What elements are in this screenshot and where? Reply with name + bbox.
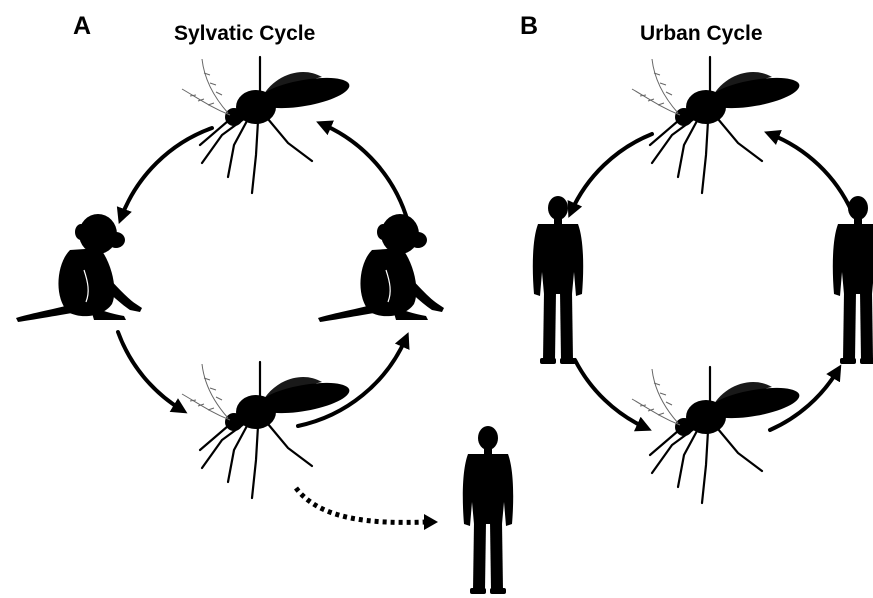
- spillover-arrowhead: [424, 514, 438, 530]
- panel-b-letter: B: [520, 12, 538, 40]
- monkey-icon: [318, 214, 444, 322]
- arrow-monkey-left-to-mosquito: [118, 332, 182, 410]
- arrow-human-right-to-mosquito: [770, 134, 852, 212]
- arrow-mosquito-to-monkey-left: [121, 128, 212, 218]
- monkey-icon: [16, 214, 142, 322]
- panel-a: A Sylvatic Cycle: [16, 12, 513, 594]
- panel-a-title: Sylvatic Cycle: [174, 22, 315, 45]
- mosquito-icon: [182, 362, 352, 498]
- arrow-human-left-to-mosquito: [575, 360, 646, 428]
- arrow-mosquito-to-human-left: [571, 134, 652, 212]
- panel-b-title: Urban Cycle: [640, 22, 763, 45]
- human-icon: [833, 196, 873, 364]
- arrow-monkey-right-to-mosquito: [322, 124, 408, 222]
- panel-a-letter: A: [73, 12, 91, 40]
- mosquito-icon: [632, 57, 802, 193]
- human-icon: [463, 426, 513, 594]
- human-icon: [533, 196, 583, 364]
- spillover-dotted-arrow: [296, 488, 426, 522]
- panel-b: B Urban Cycle: [520, 12, 873, 503]
- mosquito-icon: [632, 367, 802, 503]
